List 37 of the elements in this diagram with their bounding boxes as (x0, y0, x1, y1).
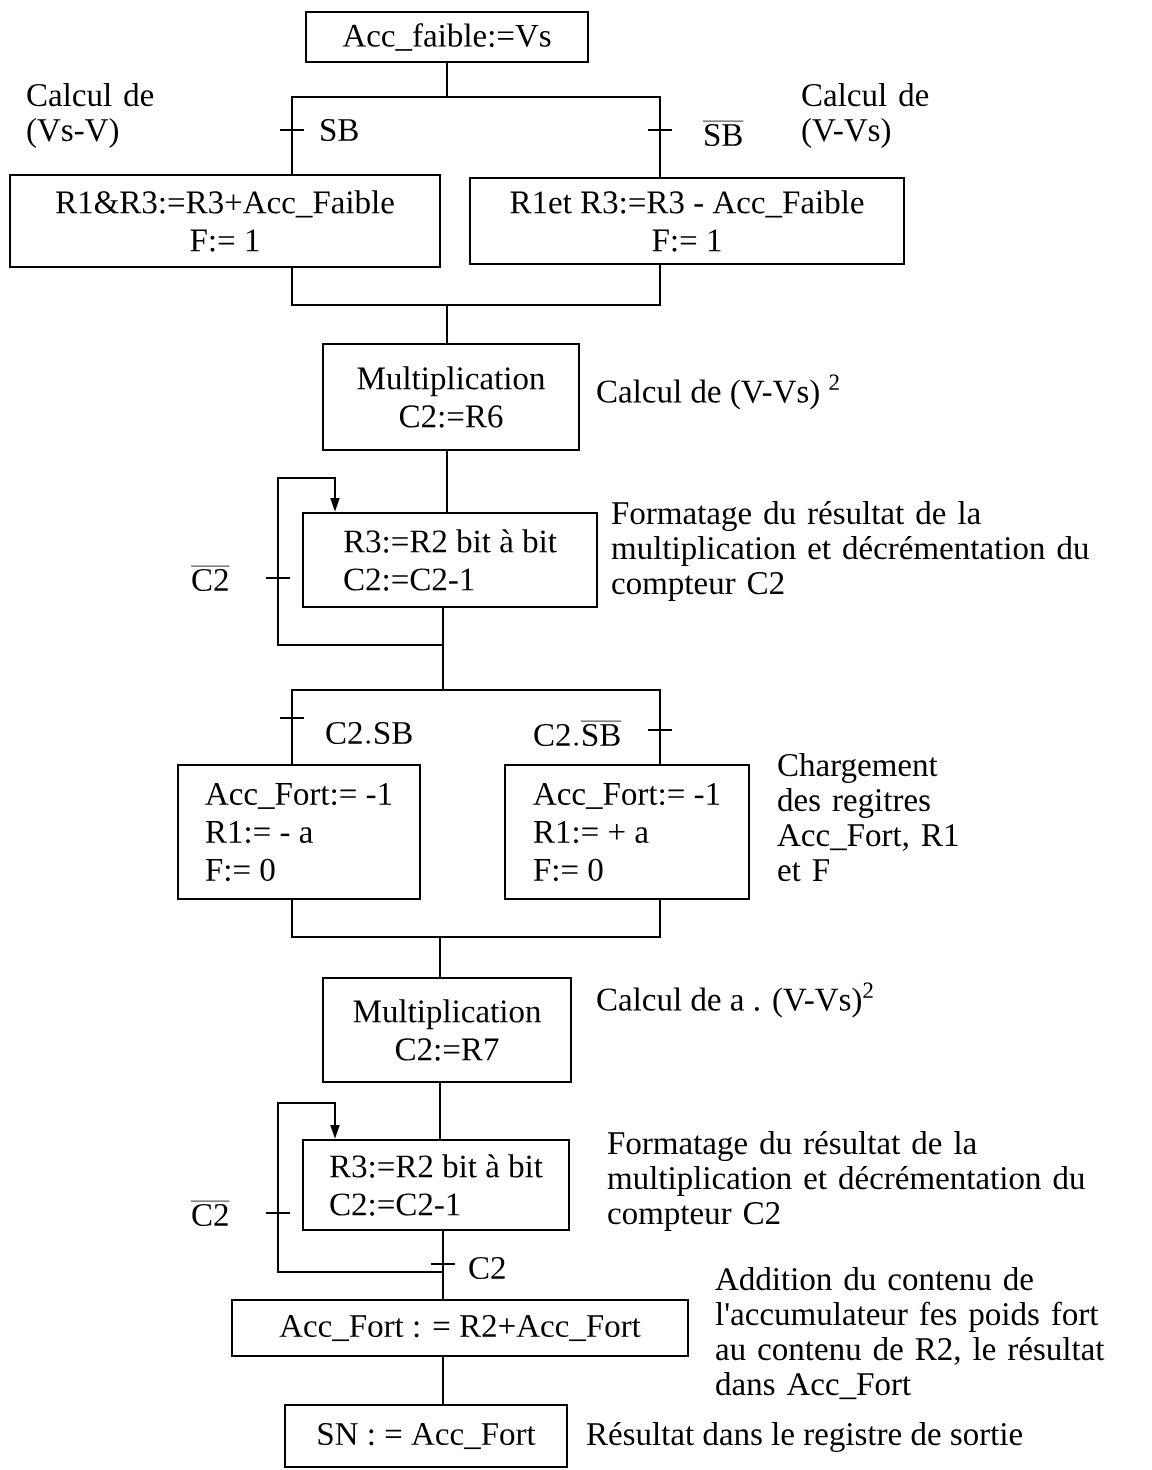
step-box: R3:=R2 bit à bit C2:=C2-1 (302, 512, 598, 608)
connector-line (446, 62, 661, 178)
edge-label: $\mathrm{C2}$ (469, 1256, 505, 1280)
step-box: Multiplication C2:=R7 (322, 977, 572, 1083)
step-note: Calcul de (Vs-V) (27, 83, 154, 148)
step-box: Acc_Fort:= -1 R1:= - a F:= 0 (177, 764, 421, 900)
connector-line (442, 1356, 444, 1405)
step-box: Acc_Fort:= -1 R1:= + a F:= 0 (504, 764, 750, 900)
edge-label: $\mathrm{C2.}\overline{\mathrm{SB}}$ (534, 721, 622, 747)
connector-line (446, 264, 661, 344)
edge-label: $\overline{\mathrm{C2}}$ (191, 566, 230, 592)
step-box: SN : = Acc_Fort (284, 1404, 568, 1468)
loop-arrow (277, 1102, 444, 1273)
step-box: Acc_Fort : = R2+Acc_Fort (231, 1299, 689, 1357)
connector-line (446, 450, 448, 513)
step-note: Addition du contenu de l'accumulateur fes poids fort au contenu de R2, le résultat dans Acc_Fort (715, 1267, 1105, 1400)
edge-label: $\mathrm{C2.SB}$ (326, 721, 412, 745)
step-note: Résultat dans le registre de sortie (586, 1422, 1022, 1453)
step-note: Calcul de (V-Vs) (802, 83, 929, 148)
loop-arrow (277, 477, 444, 646)
connector-line (439, 1082, 441, 1140)
step-note: Chargement des regitres Acc_Fort, R1 et F (777, 753, 958, 882)
edge-label: $\overline{\mathrm{C2}}$ (191, 1201, 230, 1227)
step-box: Multiplication C2:=R6 (322, 343, 580, 451)
step-box: R1&R3:=R3+Acc_Faible F:= 1 (9, 174, 441, 268)
edge-label: $\overline{\mathrm{SB}}$ (703, 121, 744, 147)
connector-line (439, 899, 661, 978)
step-box: R1et R3:=R3 - Acc_Faible F:= 1 (469, 177, 905, 265)
step-note: Formatage du résultat de la multiplication et décrémentation du compteur C2 (611, 501, 1089, 601)
step-note: Formatage du résultat de la multiplication et décrémentation du compteur C2 (607, 1131, 1085, 1231)
step-note: Calcul de a . (V-Vs)$^{2}$ (597, 982, 873, 1018)
step-box: R3:=R2 bit à bit C2:=C2-1 (302, 1139, 570, 1231)
step-note: Calcul de (V-Vs) $^{2}$ (597, 374, 839, 410)
connector-line (442, 1230, 444, 1300)
step-box: Acc_faible:=Vs (305, 11, 589, 63)
connector-line (442, 607, 661, 765)
edge-label: $\mathrm{SB}$ (321, 118, 358, 142)
